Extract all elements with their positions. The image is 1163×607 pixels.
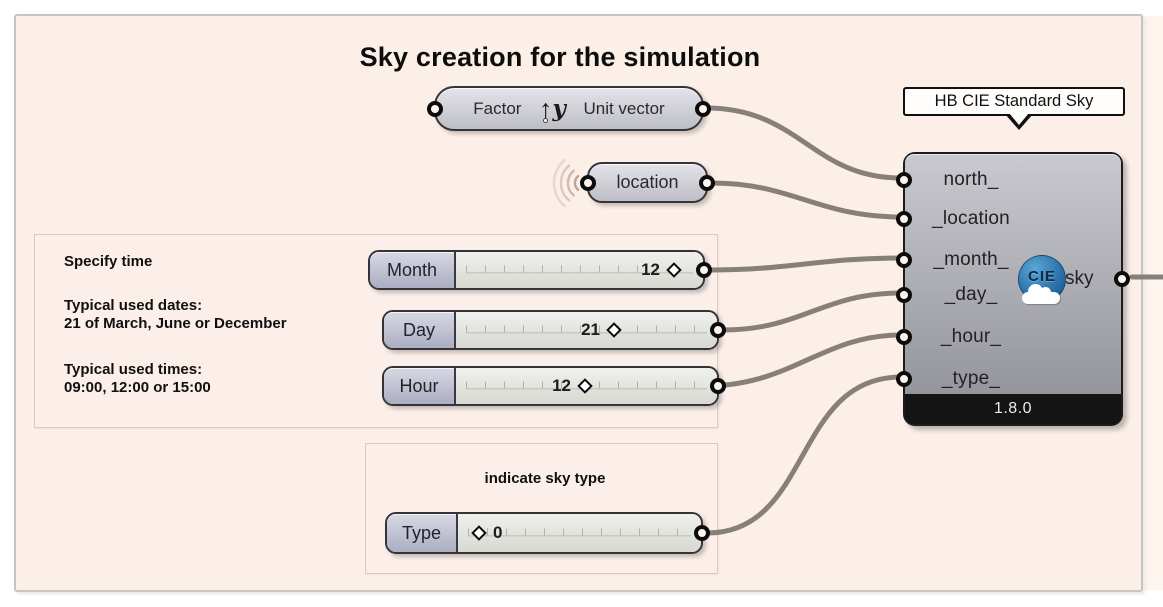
location-param[interactable]: location	[580, 162, 715, 203]
month-input-port[interactable]	[896, 252, 912, 268]
hour-slider-track[interactable]: 12	[456, 368, 717, 404]
location-input-port[interactable]	[580, 174, 596, 191]
factor-input-port[interactable]	[427, 100, 443, 117]
unit-vector-label: Unit vector	[583, 98, 665, 118]
input-label-month: _month_	[933, 249, 1009, 270]
hour-slider-label: Hour	[384, 368, 456, 404]
note-typical-times: Typical used times: 09:00, 12:00 or 15:0…	[64, 361, 211, 396]
cloud-icon	[1022, 284, 1060, 304]
location-output-port[interactable]	[699, 174, 715, 191]
component-body: north_ _location _month_ _day_ _hour_ _t…	[905, 154, 1121, 394]
input-label-day: _day_	[944, 284, 998, 305]
adjacent-group-edge	[1145, 16, 1163, 590]
output-label-sky: sky	[1065, 268, 1094, 289]
type-slider-value: 0	[493, 523, 503, 542]
type-slider-label: Type	[387, 514, 458, 552]
cie-sky-icon: CIE	[1018, 255, 1066, 304]
hour-slider-value: 12	[552, 376, 571, 395]
note-typical-dates: Typical used dates: 21 of March, June or…	[64, 297, 287, 332]
factor-input-label: Factor	[473, 98, 522, 118]
hour-output-port[interactable]	[710, 378, 726, 394]
sky-type-group[interactable]	[365, 443, 718, 574]
input-label-location: _location	[932, 208, 1010, 229]
unit-vector-output-port[interactable]	[695, 100, 711, 117]
day-slider[interactable]: Day 21	[382, 310, 726, 350]
day-slider-value: 21	[581, 320, 600, 339]
month-slider-track[interactable]: 12	[456, 252, 703, 288]
type-input-port[interactable]	[896, 371, 912, 387]
month-slider-value: 12	[641, 260, 660, 279]
month-slider-label: Month	[370, 252, 456, 288]
version-badge: 1.8.0	[905, 394, 1121, 424]
type-output-port[interactable]	[694, 525, 710, 541]
north-input-port[interactable]	[896, 172, 912, 188]
input-label-north: north_	[943, 169, 999, 190]
slider-ticks	[468, 528, 691, 537]
day-input-port[interactable]	[896, 287, 912, 303]
sky-output-port[interactable]	[1114, 271, 1130, 287]
page-title: Sky creation for the simulation	[359, 42, 761, 72]
type-slider[interactable]: Type 0	[385, 512, 710, 554]
month-output-port[interactable]	[696, 262, 712, 278]
unit-vector-component[interactable]: Factor ↑y Unit vector	[427, 86, 711, 131]
input-label-hour: _hour_	[940, 326, 1002, 347]
input-label-type: _type_	[941, 368, 1001, 389]
day-slider-label: Day	[384, 312, 456, 348]
note-indicate-sky-type: indicate sky type	[484, 470, 606, 487]
type-slider-track[interactable]: 0	[458, 514, 701, 552]
month-slider[interactable]: Month 12	[368, 250, 712, 290]
day-slider-track[interactable]: 21	[456, 312, 717, 348]
hour-input-port[interactable]	[896, 329, 912, 345]
hb-component-tooltip: HB CIE Standard Sky	[903, 87, 1125, 130]
note-specify-time: Specify time	[64, 253, 153, 270]
hb-cie-standard-sky-component[interactable]: north_ _location _month_ _day_ _hour_ _t…	[896, 152, 1130, 426]
location-input-port[interactable]	[896, 211, 912, 227]
hour-slider[interactable]: Hour 12	[382, 366, 726, 406]
location-label: location	[616, 172, 679, 192]
slider-ticks	[466, 325, 707, 334]
unit-y-vector-icon: ↑y	[539, 93, 566, 124]
slider-ticks	[466, 265, 693, 274]
day-output-port[interactable]	[710, 322, 726, 338]
tooltip-text: HB CIE Standard Sky	[934, 92, 1094, 110]
